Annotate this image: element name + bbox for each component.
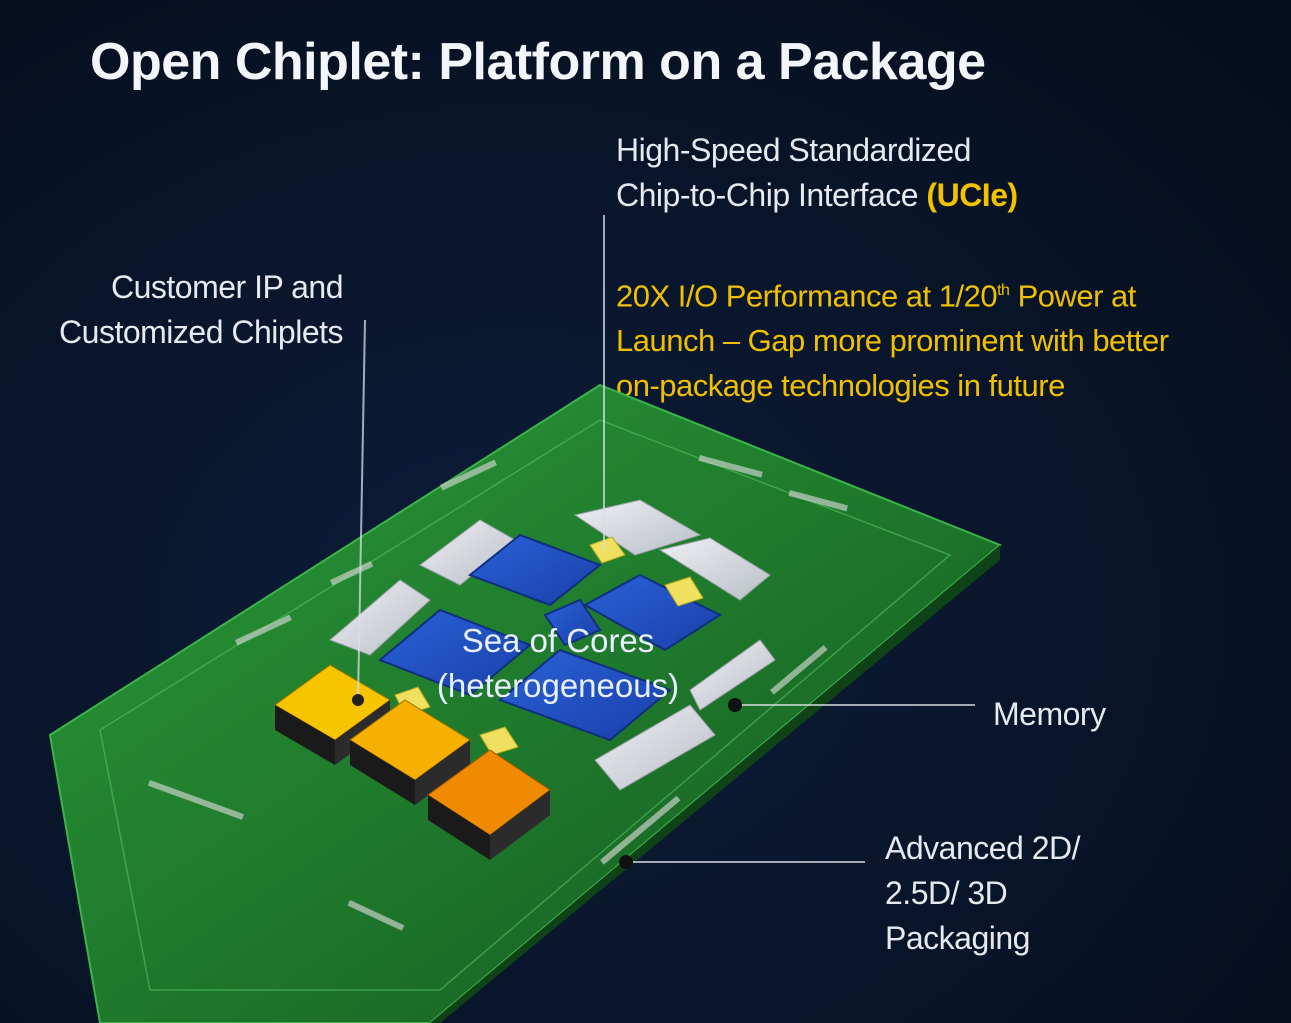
packaging-label: Advanced 2D/ 2.5D/ 3D Packaging xyxy=(885,826,1081,961)
substrate-side xyxy=(430,545,1000,1023)
ucie-link xyxy=(479,726,519,756)
memory-tile xyxy=(689,639,776,711)
core-tiles xyxy=(378,533,723,742)
chiplet xyxy=(427,749,551,860)
core-tile xyxy=(468,533,602,607)
perf-line3: on-package technologies in future xyxy=(616,368,1065,404)
customer-leader-line xyxy=(357,319,366,701)
performance-note: 20X I/O Performance at 1/20th Power at L… xyxy=(616,268,1169,408)
customer-chiplets xyxy=(274,664,551,860)
ucie-label: High-Speed Standardized Chip-to-Chip Int… xyxy=(616,128,1018,218)
chiplet xyxy=(274,664,391,765)
packaging-leader-dot xyxy=(619,855,633,869)
customer-leader-dot xyxy=(352,694,364,706)
page-title: Open Chiplet: Platform on a Package xyxy=(90,33,986,91)
core-tile xyxy=(498,648,672,742)
connector-strip xyxy=(234,614,292,646)
ucie-accent: (UCIe) xyxy=(926,177,1018,213)
substrate-inner-border xyxy=(99,419,952,991)
memory-leader-dot xyxy=(728,698,742,712)
connector-strip xyxy=(698,455,763,478)
ucie-links xyxy=(394,536,704,756)
connector-strip xyxy=(347,899,405,931)
core-tile xyxy=(543,598,602,647)
core-tile xyxy=(582,573,723,652)
perf-line1: 20X I/O Performance at 1/20 xyxy=(616,278,998,314)
leader-lines xyxy=(357,215,975,863)
core-tile xyxy=(378,608,532,697)
perf-superscript: th xyxy=(997,282,1010,299)
customer-line1: Customer IP and xyxy=(110,269,344,305)
connector-strip xyxy=(599,795,681,865)
ucie-label-line1: High-Speed Standardized xyxy=(616,132,971,168)
ucie-link xyxy=(664,576,704,607)
sea-of-cores-line1: Sea of Cores xyxy=(462,622,655,659)
memory-tiles xyxy=(329,499,776,791)
memory-tile xyxy=(329,579,431,656)
packaging-line2: 2.5D/ 3D xyxy=(885,875,1008,911)
memory-label: Memory xyxy=(993,696,1106,732)
ucie-label-line2: Chip-to-Chip Interface xyxy=(616,177,919,213)
connector-strip xyxy=(330,560,374,586)
chiplet xyxy=(349,699,471,805)
memory-tile xyxy=(658,537,771,601)
packaging-line3: Packaging xyxy=(885,920,1030,956)
customer-ip-label: Customer IP and Customized Chiplets xyxy=(59,265,343,355)
sea-of-cores-line2: (heterogeneous) xyxy=(437,667,679,704)
connector-strip xyxy=(770,645,828,695)
connector-strips xyxy=(147,455,848,931)
memory-tile xyxy=(594,704,716,791)
connector-strip xyxy=(440,459,497,491)
connector-strip xyxy=(147,780,244,820)
packaging-line1: Advanced 2D/ xyxy=(885,830,1081,866)
perf-line2: Launch – Gap more prominent with better xyxy=(616,323,1169,359)
customer-line2: Customized Chiplets xyxy=(59,314,343,350)
connector-strip xyxy=(788,490,848,512)
perf-line1-end: Power at xyxy=(1009,278,1137,314)
